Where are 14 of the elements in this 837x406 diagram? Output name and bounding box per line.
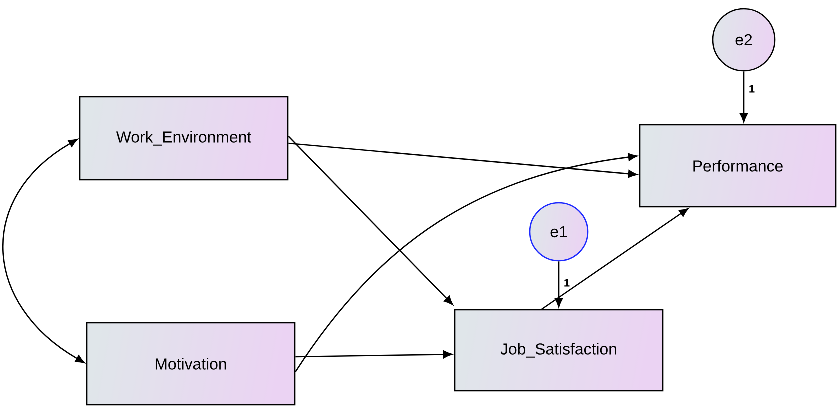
variable-box: Performance [639,124,837,208]
variable-box: Job_Satisfaction [454,309,664,392]
arrow [542,208,689,310]
edge-label: 1 [748,84,756,94]
arrow [295,153,638,372]
arrow [2,139,85,364]
arrow [288,142,638,178]
variable-box: Work_Environment [79,96,289,181]
edge-label: 1 [562,278,572,288]
arrow [555,262,563,308]
arrow [740,72,748,123]
arrow [296,350,453,359]
arrow [288,136,454,306]
variable-box: Motivation [86,322,296,406]
